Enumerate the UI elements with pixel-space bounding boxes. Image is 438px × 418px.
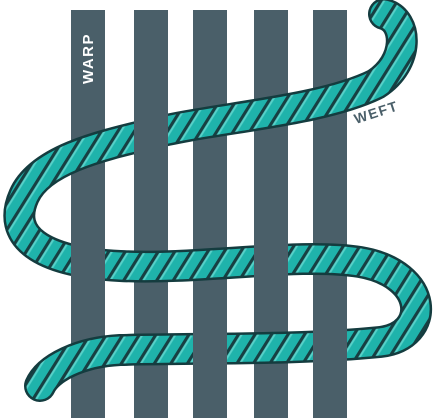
- warp-crossing-5: [313, 300, 347, 370]
- warp-over-crossings: [71, 106, 347, 373]
- warp-crossing-1: [71, 236, 105, 284]
- warp-crossing-3: [193, 325, 227, 373]
- weft-rope-body: [5, 0, 430, 400]
- warp-crossing-2: [134, 106, 168, 154]
- weft-rope: [3, 0, 432, 402]
- warp-label: WARP: [80, 33, 97, 84]
- warp-crossing-4: [254, 236, 288, 284]
